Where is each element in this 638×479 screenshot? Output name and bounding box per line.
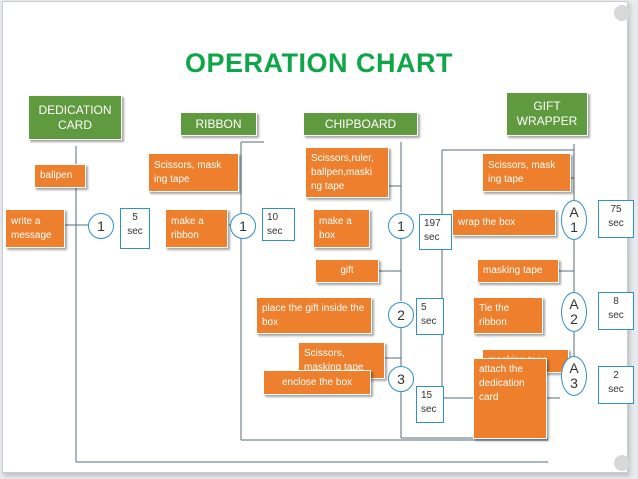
step-circle: 2 [388, 302, 414, 328]
assembly-letter: A [569, 296, 579, 312]
operation-tie-ribbon: Tie the ribbon [473, 297, 543, 334]
time-place-gift: 5 sec [416, 298, 444, 335]
step-circle: 1 [230, 213, 256, 239]
time-wrap-box: 75 sec [598, 200, 634, 238]
assembly-circle: A 3 [561, 356, 587, 396]
operation-place-gift: place the gift inside the box [256, 297, 372, 334]
assembly-circle: A 1 [561, 200, 587, 240]
material-ribbon-tools: Scissors, mask ing tape [148, 153, 239, 192]
operation-enclose-box: enclose the box [263, 370, 371, 395]
time-enclose-box: 15 sec [416, 386, 444, 423]
assembly-letter: A [569, 360, 579, 376]
assembly-number: 1 [570, 219, 578, 235]
header-dedication-card: DEDICATION CARD [28, 95, 122, 140]
step-circle: 1 [388, 213, 414, 239]
assembly-letter: A [569, 204, 579, 220]
operation-write-message: write a message [5, 209, 65, 248]
chart-title: OPERATION CHART [185, 48, 453, 78]
time-make-ribbon: 10 sec [262, 208, 295, 241]
time-make-box: 197 sec [419, 214, 452, 250]
time-tie-ribbon: 8 sec [598, 292, 634, 330]
operation-attach-card: attach the dedication card [473, 358, 547, 439]
assembly-circle: A 2 [561, 292, 587, 332]
header-gift-wrapper: GIFT WRAPPER [506, 92, 588, 136]
operation-wrap-box: wrap the box [452, 209, 556, 236]
material-gift: gift [315, 259, 379, 283]
header-chipboard: CHIPBOARD [303, 112, 418, 136]
operation-make-ribbon: make a ribbon [165, 209, 228, 248]
assembly-number: 2 [570, 311, 578, 327]
corner-decoration [614, 455, 630, 471]
time-attach-card: 2 sec [598, 366, 634, 404]
material-ballpen: ballpen [34, 164, 86, 188]
assembly-number: 3 [570, 375, 578, 391]
corner-decoration [614, 5, 630, 21]
material-masking-tape: masking tape [477, 259, 559, 283]
step-circle: 3 [388, 366, 414, 392]
operation-make-box: make a box [313, 209, 370, 248]
step-circle: 1 [88, 213, 114, 239]
time-write-message: 5 sec [120, 208, 150, 249]
material-wrapper-tools: Scissors, mask ing tape [482, 153, 571, 192]
material-chipboard-tools: Scissors,ruler, ballpen,maski ng tape [305, 147, 389, 198]
header-ribbon: RIBBON [180, 112, 257, 136]
